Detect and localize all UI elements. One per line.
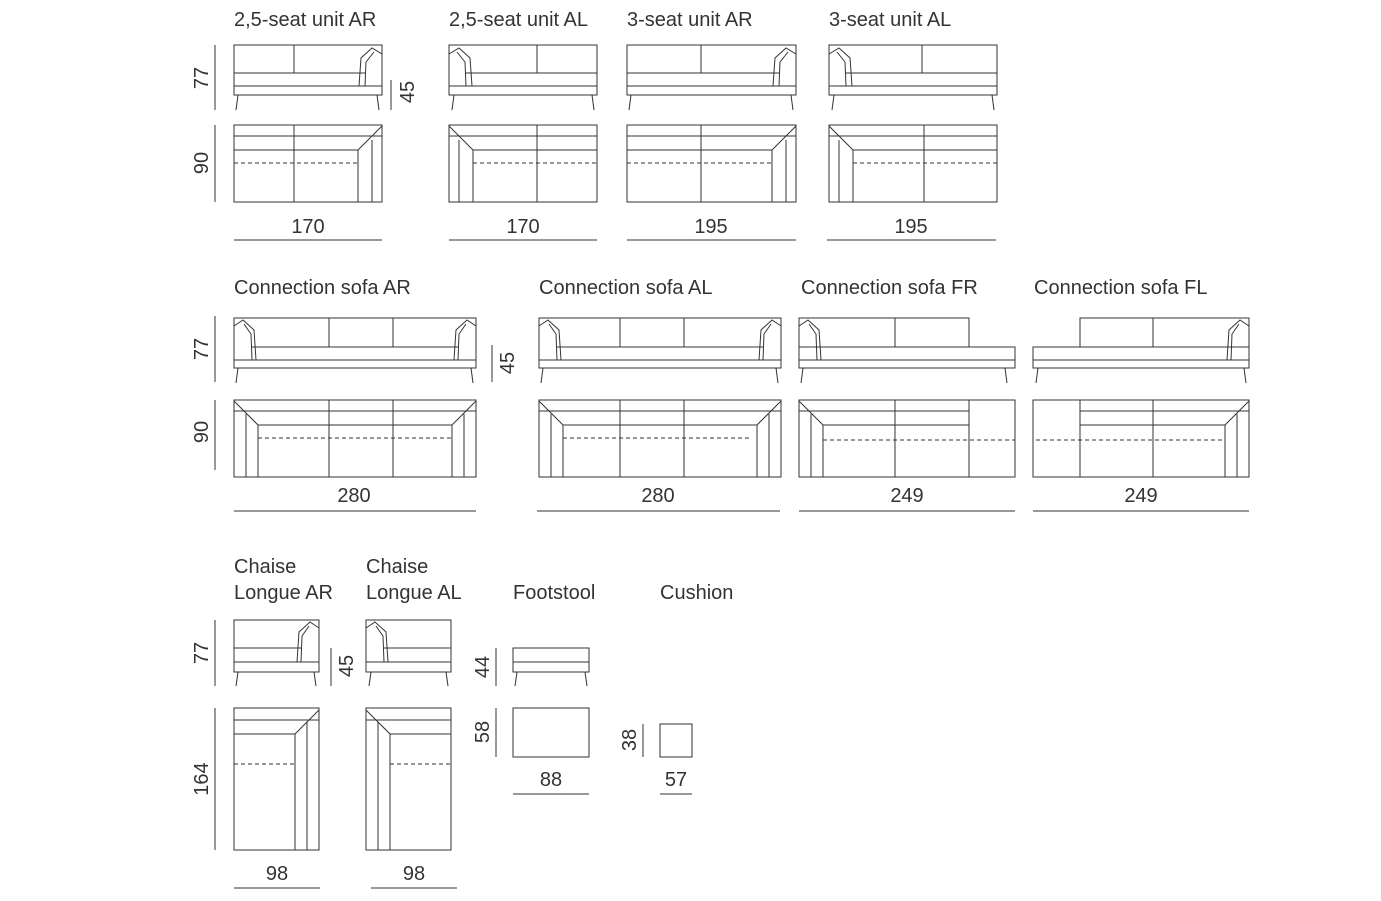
front-view [798,317,1016,384]
cushion-depth-label: 38 [619,729,641,751]
width-label: 170 [291,216,324,238]
plan-view [659,723,693,758]
unit-connection-sofa-al [537,317,782,512]
depth-label: 90 [191,421,213,443]
seat-height-label: 45 [497,352,519,374]
unit-title: 2,5-seat unit AR [234,9,376,31]
unit-title: 3-seat unit AR [627,9,753,31]
unit-connection-sofa-fr [798,317,1016,512]
width-label: 195 [894,216,927,238]
front-view [626,44,797,111]
front-view [233,44,383,111]
depth-label: 90 [191,152,213,174]
unit-chaise-longue-al [365,619,457,889]
plan-view [233,707,320,851]
width-label: 170 [506,216,539,238]
unit-title-line1: Chaise [366,556,428,578]
unit-title: 2,5-seat unit AL [449,9,588,31]
unit-connection-sofa-fl [1032,317,1250,512]
unit-25-seat-al [448,44,598,241]
front-view [538,317,782,384]
width-label: 195 [694,216,727,238]
width-label: 249 [1124,485,1157,507]
unit-title: Connection sofa AL [539,277,712,299]
front-view [448,44,598,111]
unit-title: 3-seat unit AL [829,9,951,31]
unit-footstool [495,647,590,795]
height-label: 77 [191,642,213,664]
depth-label: 164 [191,762,213,795]
front-view [828,44,998,111]
plan-view [538,399,782,478]
unit-title: Connection sofa FL [1034,277,1207,299]
plan-view [233,124,383,203]
front-view [233,317,477,384]
unit-title: Cushion [660,582,733,604]
unit-title: Connection sofa FR [801,277,978,299]
footstool-height-label: 44 [472,656,494,678]
row-1 [214,44,998,241]
width-label: 88 [540,769,562,791]
plan-view [798,399,1016,478]
width-label: 280 [337,485,370,507]
unit-chaise-longue-ar [233,619,332,889]
row-2 [214,316,1250,512]
width-label: 98 [403,863,425,885]
plan-view [828,124,998,203]
width-label: 280 [641,485,674,507]
seat-height-label: 45 [397,81,419,103]
unit-title-line2: Longue AR [234,582,333,604]
width-label: 98 [266,863,288,885]
height-label: 77 [191,338,213,360]
plan-view [512,707,590,758]
front-view [1032,317,1250,384]
front-view [512,647,590,687]
plan-view [1032,399,1250,478]
unit-title-line1: Chaise [234,556,296,578]
unit-title: Connection sofa AR [234,277,411,299]
unit-3-seat-al [827,44,998,241]
height-label: 77 [191,67,213,89]
plan-view [365,707,452,851]
front-view [233,619,320,687]
unit-3-seat-ar [626,44,797,241]
unit-title-line2: Longue AL [366,582,462,604]
seat-height-label: 45 [336,655,358,677]
unit-cushion [642,723,693,795]
footstool-depth-label: 58 [472,721,494,743]
plan-view [233,399,477,478]
width-label: 57 [665,769,687,791]
unit-25-seat-ar [233,44,392,241]
front-view [365,619,452,687]
unit-connection-sofa-ar [233,317,493,512]
plan-view [448,124,598,203]
plan-view [626,124,797,203]
row-3 [214,619,693,889]
unit-title: Footstool [513,582,595,604]
width-label: 249 [890,485,923,507]
